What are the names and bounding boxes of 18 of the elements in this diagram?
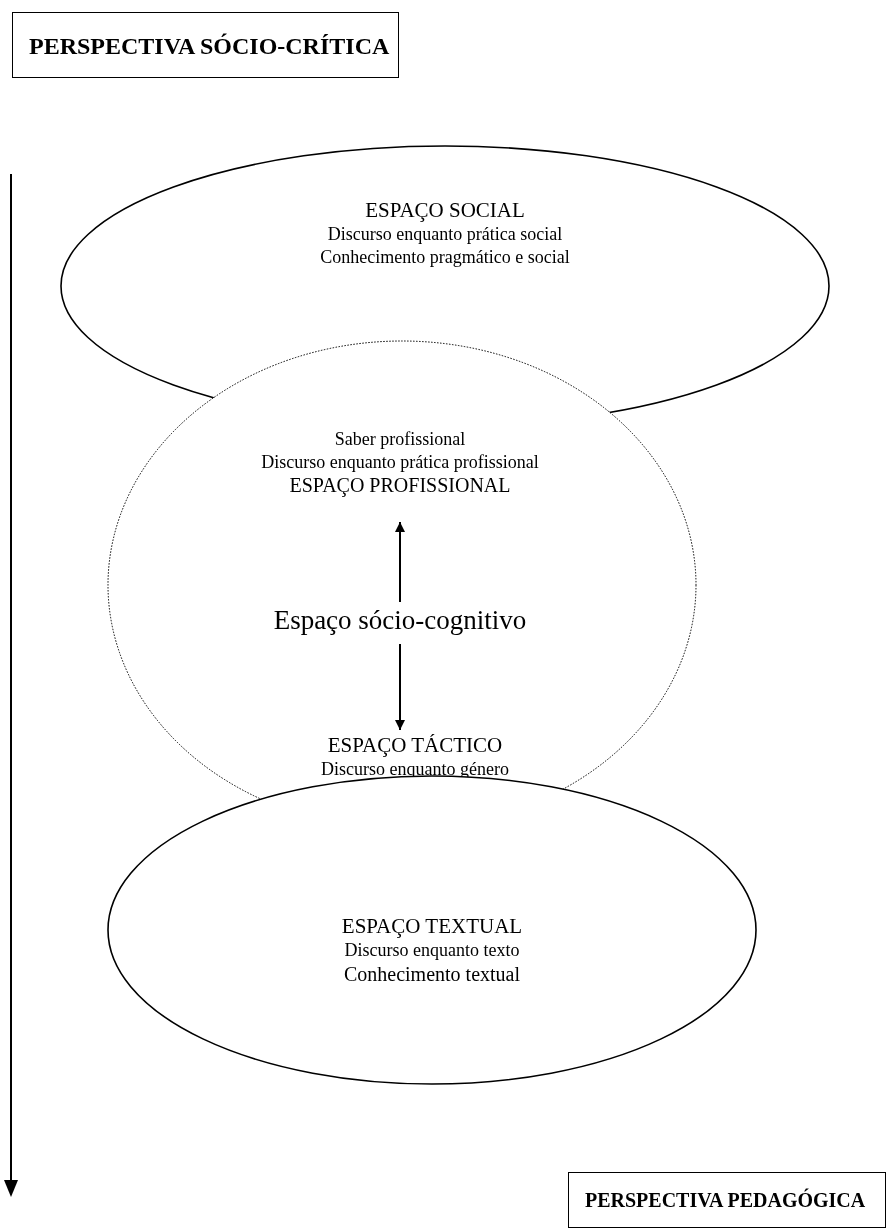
space-heading: ESPAÇO TÁCTICO [326,732,504,759]
text-line: Discurso enquanto género [320,758,510,781]
ellipse-text: Conhecimento pragmático e social [319,245,571,269]
title-box [568,1172,886,1228]
ellipse-heading: ESPAÇO SOCIAL [364,197,526,224]
ellipse-text: Discurso enquanto texto [343,939,521,962]
space-heading: ESPAÇO PROFISSIONAL [288,473,512,498]
heading: PERSPECTIVA PEDAGÓGICA [585,1188,867,1213]
arrow [395,521,405,603]
text-line: Saber profissional [333,428,467,451]
ellipse-heading: ESPAÇO TEXTUAL [340,913,524,940]
center-label: Espaço sócio-cognitivo [272,604,528,637]
heading: PERSPECTIVA SÓCIO-CRÍTICA [29,32,391,61]
ellipse-text: Conhecimento textual [342,961,522,987]
arrow [395,643,405,731]
ellipse-text: Discurso enquanto prática social [326,223,564,246]
title-box [12,12,399,78]
text-line: Discurso enquanto prática profissional [260,450,540,473]
